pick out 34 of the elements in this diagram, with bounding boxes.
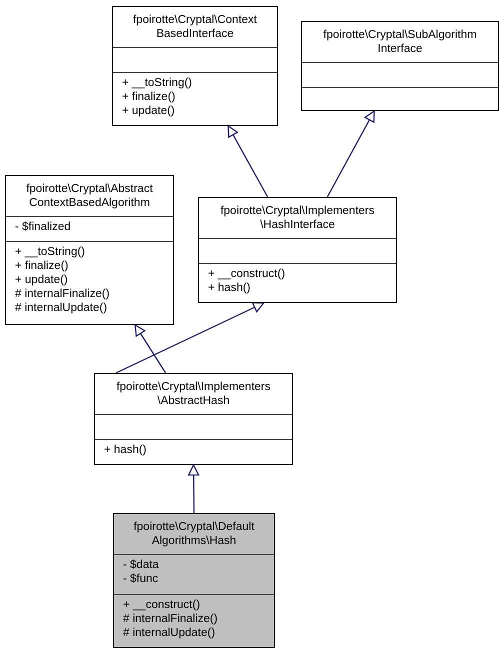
method-text: # internalUpdate() (123, 626, 216, 640)
inheritance-arrow (326, 110, 375, 198)
inheritance-arrow (188, 464, 200, 513)
class-box (112, 6, 278, 126)
method-text: + __toString() (122, 76, 193, 90)
method-text: # internalUpdate() (15, 301, 108, 315)
class-name: fpoirotte\Cryptal\Implementers \AbstractHash (115, 380, 272, 408)
method-text: + __construct() (208, 267, 286, 281)
class-box (198, 197, 397, 303)
class-name: fpoirotte\Cryptal\SubAlgorithm Interface (322, 28, 478, 56)
method-text: + finalize() (122, 90, 176, 104)
method-text: + __construct() (123, 598, 202, 612)
class-box (113, 513, 275, 648)
inheritance-arrow (134, 324, 166, 374)
inheritance-arrow (116, 302, 264, 374)
class-name: fpoirotte\Cryptal\Context BasedInterface (132, 13, 258, 41)
class-box (5, 175, 174, 325)
attribute-text: - $func (123, 572, 160, 586)
inheritance-arrow (228, 125, 268, 198)
method-text: + hash() (104, 443, 148, 457)
method-text: # internalFinalize() (15, 287, 111, 301)
method-text: + update() (15, 273, 69, 287)
method-text: + finalize() (15, 259, 70, 273)
method-text: + update() (122, 104, 176, 118)
class-name: fpoirotte\Cryptal\Abstract ContextBasedAlgorithm (25, 182, 154, 210)
class-box (301, 21, 499, 111)
attribute-text: - $finalized (15, 220, 72, 234)
class-name: fpoirotte\Cryptal\Implementers \HashInterface (219, 204, 376, 232)
class-box (94, 373, 293, 465)
method-text: # internalFinalize() (123, 612, 219, 626)
method-text: + __toString() (15, 245, 86, 259)
class-name: fpoirotte\Cryptal\Default Algorithms\Hash (132, 520, 256, 548)
method-text: + hash() (208, 281, 252, 295)
attribute-text: - $data (123, 558, 160, 572)
